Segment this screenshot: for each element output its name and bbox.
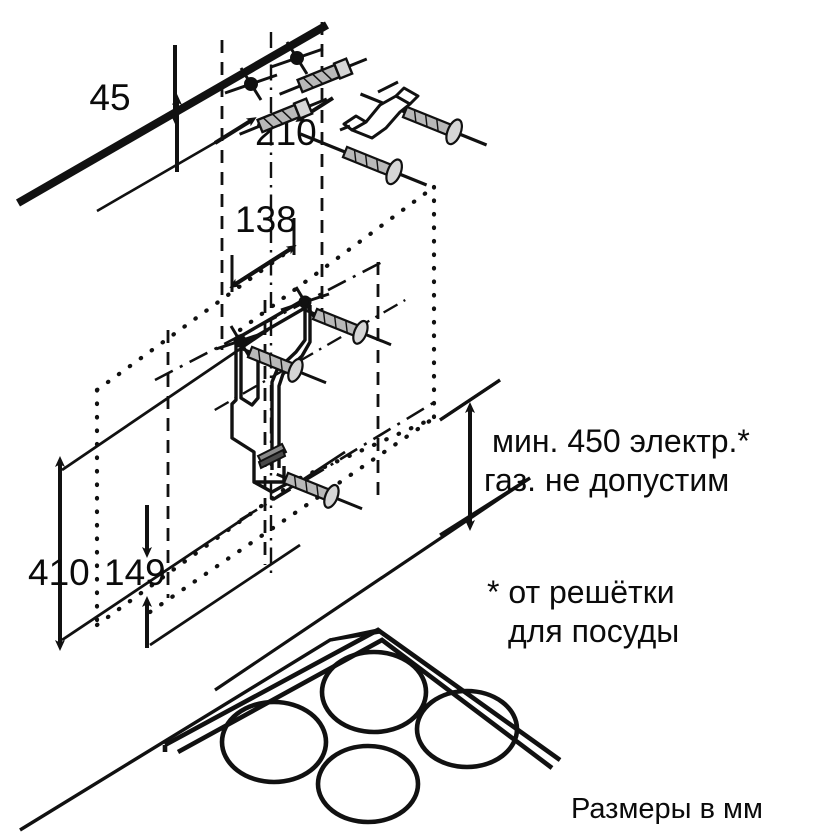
- burner-circle: [414, 688, 520, 770]
- dim-label-149: 149: [104, 552, 166, 593]
- dim-210-arrow-right: [213, 117, 257, 145]
- screw-and-anchor: [239, 97, 328, 136]
- footnote-line-2: для посуды: [508, 613, 679, 649]
- min-clearance-line-2: газ. не допустим: [484, 462, 729, 498]
- dimension-45: 45: [89, 45, 182, 172]
- dim-138-arrow-left: [229, 246, 294, 288]
- burner-group: [219, 649, 520, 825]
- wall-anchor-marks: [215, 41, 330, 357]
- wall-hook-plate: [339, 80, 420, 140]
- wall-panel-front-dashed: [166, 22, 380, 598]
- screw-and-anchor: [240, 345, 327, 385]
- burner-circle: [319, 649, 429, 735]
- ceiling-edge-thin: [96, 132, 231, 213]
- dim-label-410: 410: [28, 552, 90, 593]
- screw-and-anchor: [305, 307, 392, 347]
- screw-and-anchor: [279, 57, 368, 96]
- burner-circle: [219, 699, 329, 785]
- cooktop-hob: [19, 627, 562, 832]
- hood-outline-dotted: [94, 184, 437, 628]
- wall-panel-edges: [61, 328, 346, 647]
- min-clearance-line-1: мин. 450 электр.*: [492, 423, 750, 459]
- burner-circle: [315, 743, 421, 825]
- screw-and-anchor: [276, 471, 363, 511]
- dimension-138: 138: [229, 199, 297, 292]
- worktop-edges: [214, 378, 531, 692]
- dimension-149: 149: [104, 505, 166, 648]
- bracket-tab: [256, 442, 288, 470]
- footnote-line-1: * от решётки: [487, 574, 675, 610]
- min-clearance-note: мин. 450 электр.* газ. не допустим: [484, 423, 750, 498]
- dimension-410: 410: [28, 456, 90, 651]
- dim-label-138: 138: [235, 199, 297, 240]
- units-note: Размеры в мм: [571, 793, 763, 825]
- screw-and-anchor: [299, 132, 428, 187]
- footnote-note: * от решётки для посуды: [487, 574, 679, 649]
- dim-label-45: 45: [89, 77, 130, 118]
